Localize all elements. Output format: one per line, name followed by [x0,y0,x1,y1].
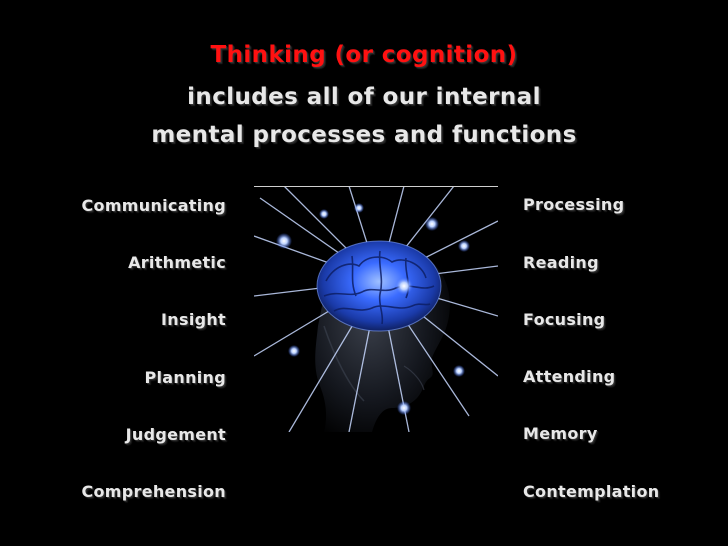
slide-title-line-3: mental processes and functions [151,122,577,148]
divider-line [254,186,498,187]
left-term: Communicating [81,196,226,215]
left-term: Planning [144,368,226,387]
left-term: Comprehension [81,482,226,501]
slide-title-line-2: includes all of our internal [187,84,541,110]
right-term: Contemplation [523,482,660,501]
right-term: Attending [523,367,616,386]
right-term: Processing [523,195,625,214]
left-term: Judgement [125,425,226,444]
left-term: Arithmetic [128,253,226,272]
brain-illustration [254,186,498,432]
glowing-brain-icon [254,186,498,432]
right-term: Reading [523,253,599,272]
left-term: Insight [161,310,226,329]
right-term: Focusing [523,310,606,329]
right-term: Memory [523,424,598,443]
slide-title-highlight: Thinking (or cognition) [210,42,518,68]
